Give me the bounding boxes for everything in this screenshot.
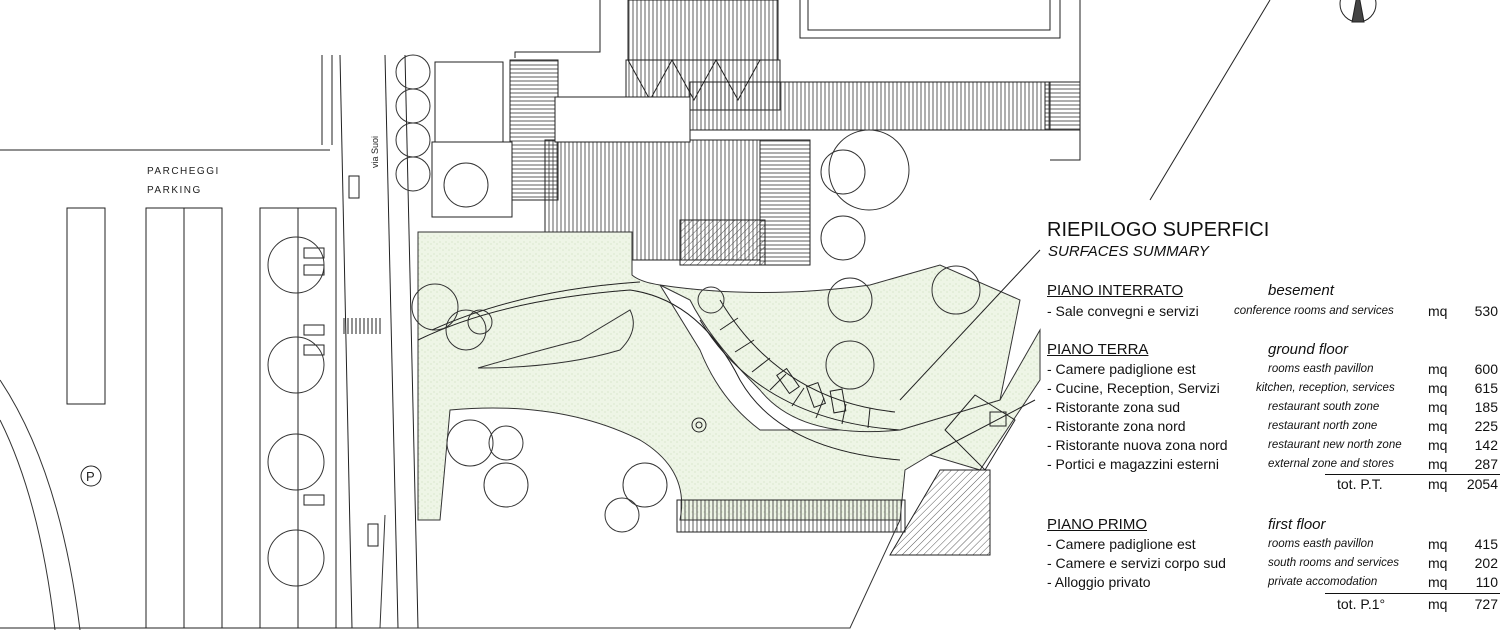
- row-it: - Sale convegni e servizi: [1047, 303, 1199, 319]
- row-en: rooms easth pavillon: [1268, 363, 1374, 375]
- row-unit: mq: [1428, 361, 1448, 377]
- row-value: 615: [1474, 380, 1498, 396]
- row-it: - Camere e servizi corpo sud: [1047, 555, 1226, 571]
- total-unit: mq: [1428, 596, 1448, 612]
- street-via-suoi: [303, 54, 419, 629]
- parking-stalls-2: [145, 207, 223, 629]
- total-unit: mq: [1428, 476, 1448, 492]
- row-en: kitchen, reception, services: [1256, 382, 1395, 394]
- total-divider: [1325, 474, 1500, 475]
- row-unit: mq: [1428, 418, 1448, 434]
- row-en: restaurant north zone: [1268, 420, 1378, 432]
- section-basement-en: besement: [1268, 282, 1334, 299]
- parking-symbol: P: [86, 469, 95, 484]
- row-en: rooms easth pavillon: [1268, 538, 1374, 550]
- row-it: - Ristorante zona sud: [1047, 399, 1181, 415]
- section-ground-title: PIANO TERRA: [1047, 341, 1149, 358]
- row-value: 142: [1474, 437, 1498, 453]
- parking-label-en: PARKING: [147, 185, 202, 196]
- row-en: conference rooms and services: [1234, 305, 1394, 317]
- total-label: tot. P.T.: [1337, 476, 1383, 492]
- row-unit: mq: [1428, 555, 1448, 571]
- building-roofs: [431, 0, 1081, 266]
- parking-stalls-3: [259, 207, 337, 629]
- parking-label-it: PARCHEGGI: [147, 166, 220, 177]
- row-it: - Ristorante zona nord: [1047, 418, 1186, 434]
- summary-title: RIEPILOGO SUPERFICI: [1047, 219, 1270, 241]
- row-en: south rooms and services: [1268, 557, 1400, 569]
- row-it: - Camere padiglione est: [1047, 536, 1196, 552]
- section-first-title: PIANO PRIMO: [1047, 516, 1148, 533]
- row-value: 202: [1474, 555, 1498, 571]
- trees: [267, 54, 981, 587]
- row-value: 185: [1474, 399, 1498, 415]
- total-value: 2054: [1466, 476, 1498, 492]
- row-unit: mq: [1428, 399, 1448, 415]
- parking-stalls-1: [66, 207, 106, 405]
- row-it: - Camere padiglione est: [1047, 361, 1196, 377]
- row-value: 110: [1475, 574, 1498, 590]
- row-en: restaurant south zone: [1268, 401, 1380, 413]
- row-en: external zone and stores: [1268, 458, 1394, 470]
- street-label: via Suoi: [370, 136, 380, 168]
- row-it: - Ristorante nuova zona nord: [1047, 437, 1228, 453]
- section-ground-en: ground floor: [1268, 341, 1349, 358]
- row-unit: mq: [1428, 574, 1448, 590]
- row-it: - Portici e magazzini esterni: [1047, 456, 1219, 472]
- row-value: 415: [1474, 536, 1498, 552]
- row-value: 287: [1474, 456, 1498, 472]
- row-it: - Cucine, Reception, Servizi: [1047, 380, 1220, 396]
- total-label: tot. P.1°: [1337, 596, 1386, 612]
- total-divider: [1325, 593, 1500, 594]
- row-value: 225: [1474, 418, 1498, 434]
- row-it: - Alloggio privato: [1047, 574, 1151, 590]
- row-unit: mq: [1428, 456, 1448, 472]
- summary-subtitle: SURFACES SUMMARY: [1048, 243, 1209, 260]
- north-arrow-icon: [1339, 0, 1377, 23]
- row-unit: mq: [1428, 303, 1448, 319]
- section-first-en: first floor: [1268, 516, 1326, 533]
- row-unit: mq: [1428, 536, 1448, 552]
- row-en: restaurant new north zone: [1268, 439, 1402, 451]
- total-value: 727: [1474, 596, 1498, 612]
- row-en: private accomodation: [1268, 576, 1378, 588]
- row-value: 530: [1474, 303, 1498, 319]
- row-value: 600: [1474, 361, 1498, 377]
- parking-symbol-circle: [80, 465, 102, 487]
- row-unit: mq: [1428, 380, 1448, 396]
- row-unit: mq: [1428, 437, 1448, 453]
- section-basement-title: PIANO INTERRATO: [1047, 282, 1184, 299]
